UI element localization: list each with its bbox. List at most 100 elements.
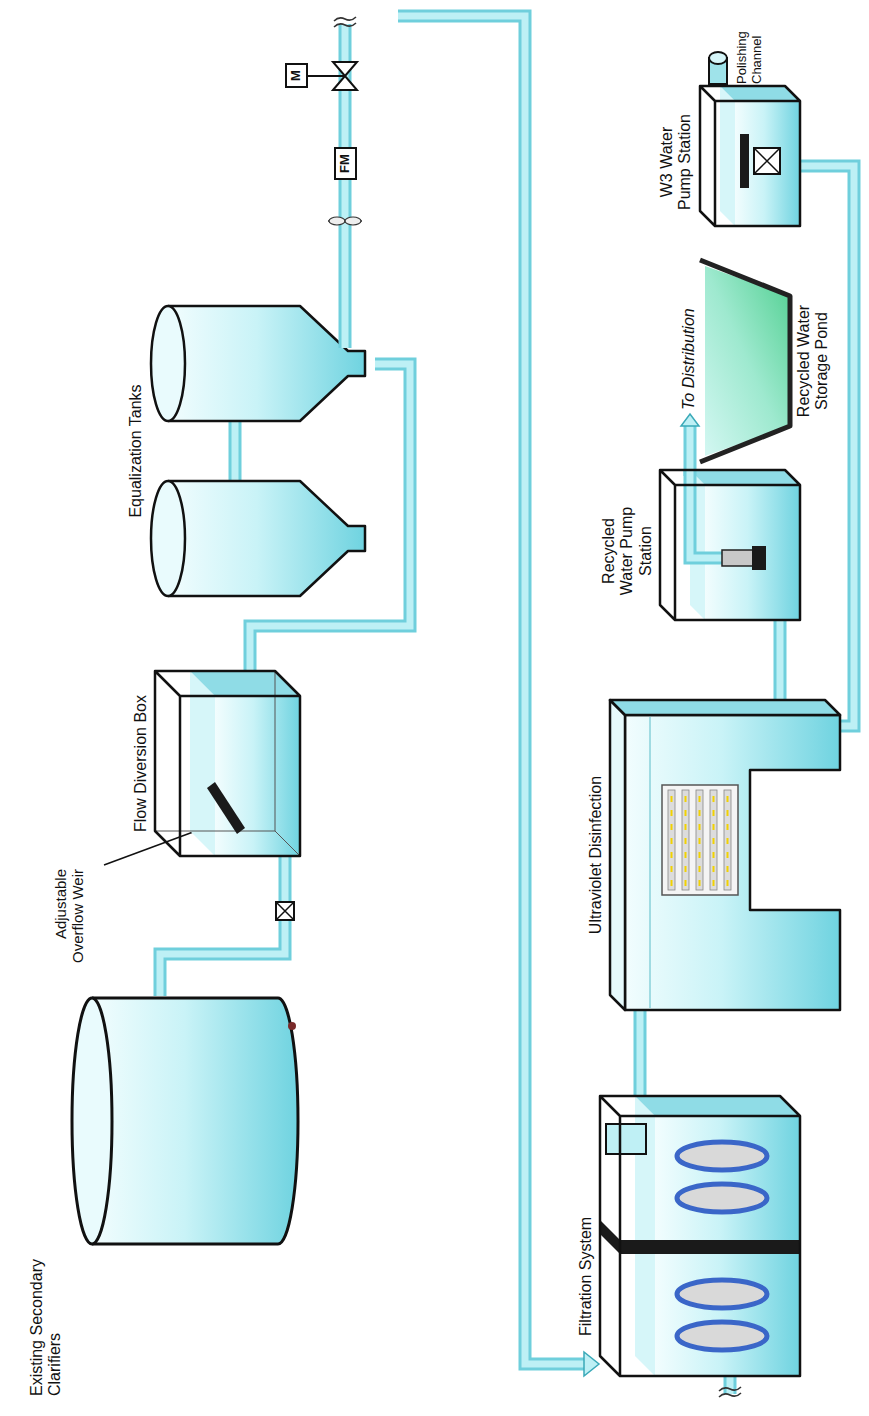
node-label: Polishing Channel <box>735 12 765 84</box>
tank-body <box>168 306 365 421</box>
pipe-inner <box>398 16 586 1364</box>
channel-end <box>709 52 727 64</box>
uv-glow <box>727 794 729 886</box>
pump-box <box>754 148 780 174</box>
label-anchor: To Distribution <box>680 308 698 410</box>
pipe-outer <box>684 424 697 476</box>
pipe-break <box>719 1387 741 1397</box>
node-label: Filtration System <box>577 1146 595 1336</box>
flow-propeller <box>328 217 362 225</box>
tank-nozzle <box>288 1022 296 1030</box>
pump-box <box>754 148 780 174</box>
pond-water <box>705 266 790 456</box>
tank-top <box>72 998 112 1244</box>
uv-glow <box>713 794 715 886</box>
valve-stem <box>308 75 345 77</box>
pipe-wall <box>339 180 352 306</box>
pipe-core <box>637 1010 644 1096</box>
tank-top <box>151 306 185 421</box>
uv-glow <box>685 794 687 886</box>
node-label: W3 Water Pump Station <box>658 110 695 214</box>
equalization-tanks-outline <box>150 306 375 596</box>
filtration-unit-outline <box>600 1096 800 1376</box>
pipe-outer <box>339 24 352 166</box>
pipe-inner <box>687 424 694 476</box>
clarifier-tank: Existing Secondary Clarifiers <box>70 996 300 1246</box>
motor-actuator: M <box>285 63 308 88</box>
flow-label: To Distribution <box>680 308 698 410</box>
water-side <box>635 1096 800 1116</box>
flow-arrow <box>584 1352 599 1376</box>
pump-station: W3 Water Pump Station <box>700 86 800 226</box>
node-label: Recycled Water Pump Station <box>600 496 655 606</box>
filter-disc <box>677 1280 767 1308</box>
uv-channel-outline <box>610 700 840 1010</box>
valve-body <box>333 62 357 90</box>
channel-side <box>610 700 840 715</box>
pipe-inner <box>342 24 349 166</box>
pipe-connector <box>780 620 781 700</box>
node-label: Equalization Tanks <box>127 306 145 596</box>
pipe-connector <box>640 1010 641 1096</box>
pipe-outer <box>690 470 724 558</box>
tank-body <box>92 998 298 1244</box>
flow-propeller <box>329 217 345 225</box>
pump-body <box>722 550 756 566</box>
lamp-rack <box>662 785 738 895</box>
symbol-letter: FM <box>338 154 353 173</box>
flow-arrow <box>681 414 699 426</box>
uv-lamp <box>668 790 675 890</box>
water-side <box>190 671 300 696</box>
callout-label: Adjustable Overflow Weir <box>52 869 87 968</box>
pipe-wall <box>774 620 787 700</box>
symbol-letter: M <box>289 70 304 81</box>
filter-disc <box>677 1322 767 1350</box>
tank-body <box>168 481 365 596</box>
storage-pond-outline <box>705 266 790 456</box>
pipe-inner <box>342 306 349 348</box>
uv-lamp <box>710 790 717 890</box>
uv-glow <box>671 794 673 886</box>
divider-wall <box>620 1240 800 1254</box>
water-body <box>735 101 800 226</box>
pipe-connector <box>345 180 346 306</box>
diversion-box: Flow Diversion Box <box>155 671 300 856</box>
pipe-outer <box>229 418 242 484</box>
flow-propeller <box>345 217 361 225</box>
pipe-wall <box>800 166 854 726</box>
pipe-wall <box>634 1010 647 1096</box>
polishing-channel: Polishing Channel <box>706 52 730 84</box>
pipe-break <box>334 17 356 27</box>
water-surface <box>190 671 215 856</box>
node-label: Existing Secondary Clarifiers <box>28 1224 65 1396</box>
pump-motor <box>752 546 766 570</box>
pipe-inner <box>690 470 724 558</box>
water-side <box>690 470 800 485</box>
outlet-box <box>606 1124 646 1154</box>
box-outline <box>660 470 800 620</box>
gate-valve <box>276 902 294 920</box>
pipe-connector <box>800 166 854 726</box>
uv-channel: Ultraviolet Disinfection <box>610 700 840 1010</box>
pump-station-outline <box>700 86 800 226</box>
clarifier-tank-outline <box>70 996 300 1246</box>
pipe-core <box>160 856 285 996</box>
water-body <box>215 696 300 856</box>
pump-station-outline <box>660 470 800 620</box>
divider-wall <box>600 1220 620 1254</box>
filter-disc <box>677 1184 767 1212</box>
channel-top <box>610 700 625 1010</box>
box-outline <box>600 1096 800 1376</box>
pipe-core <box>777 620 784 700</box>
box-outline <box>700 86 800 226</box>
filter-disc <box>677 1142 767 1170</box>
pipe-wall <box>160 856 285 996</box>
label-anchor: Adjustable Overflow Weir <box>52 869 87 968</box>
uv-lamp <box>696 790 703 890</box>
diversion-box-outline <box>155 671 300 856</box>
pond-bank <box>700 260 790 462</box>
node-label: Flow Diversion Box <box>132 671 150 856</box>
polishing-channel-outline <box>706 52 730 84</box>
